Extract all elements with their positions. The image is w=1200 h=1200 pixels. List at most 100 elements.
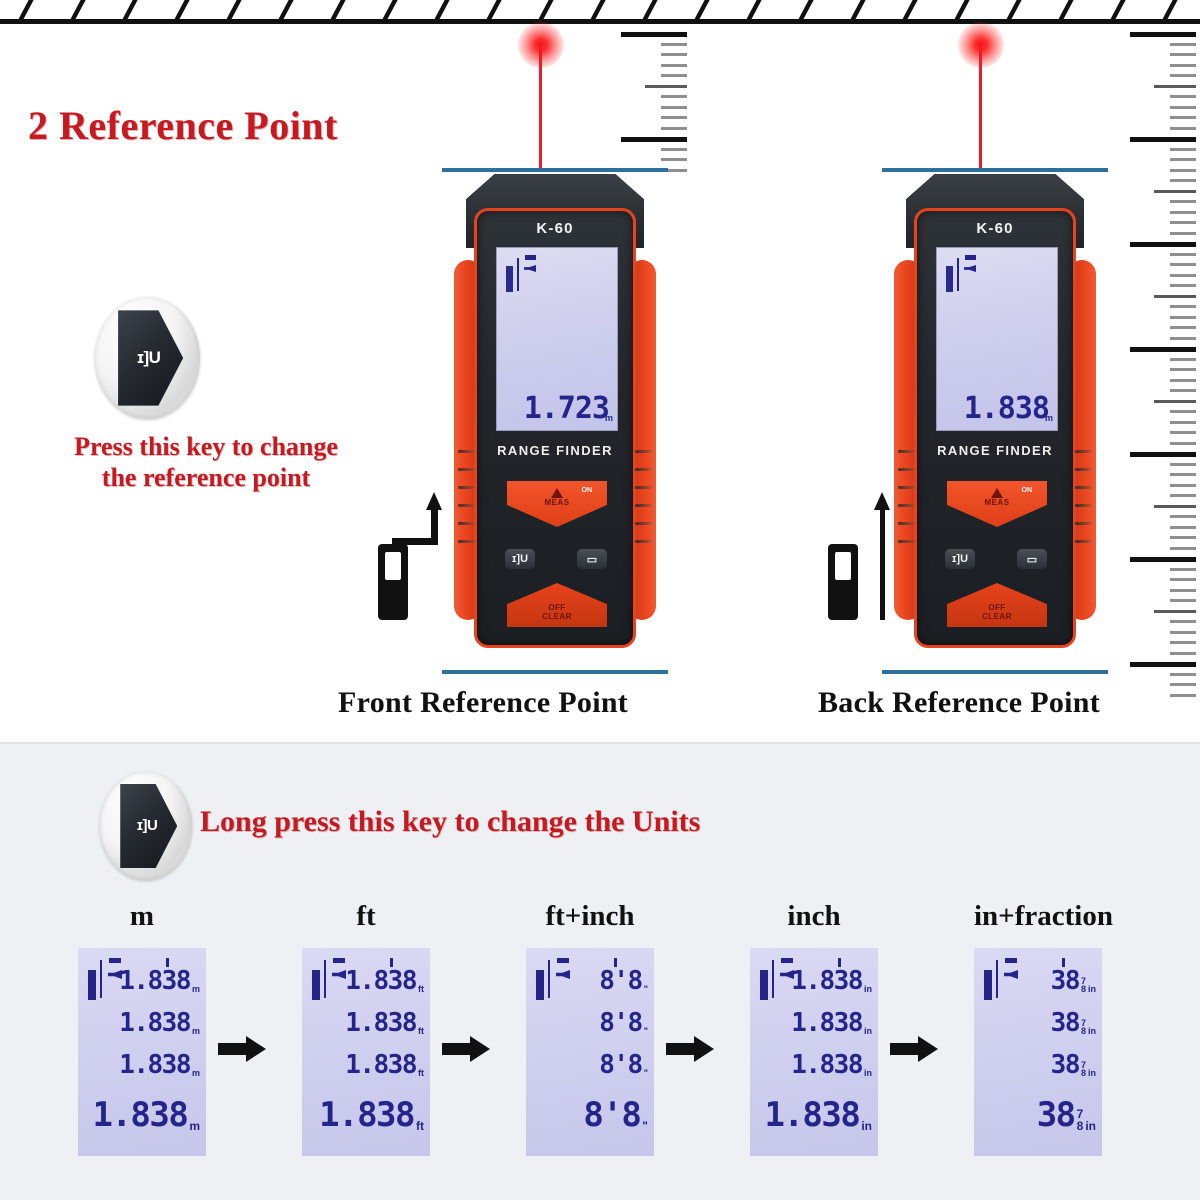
ruler-tick: [1170, 536, 1196, 539]
ruler-tick: [661, 158, 687, 161]
ceiling-hatch-stroke: [746, 0, 765, 20]
ceiling-hatch-stroke: [1058, 0, 1077, 20]
device-bottom-reference-line: [442, 670, 668, 674]
lcd-ref-stem: [548, 960, 550, 998]
ceiling-hatch-stroke: [590, 0, 609, 20]
ref-arrow-vertical: [431, 508, 438, 544]
fraction-numerator: 7: [1076, 1107, 1084, 1122]
ruler-scale-middle: [615, 28, 687, 178]
lcd-ref-stem: [996, 960, 998, 998]
arrow-head: [694, 1036, 714, 1062]
ceiling-hatching: [0, 0, 1200, 30]
ruler-tick: [661, 105, 687, 109]
unit-mode-label-inch: inch: [787, 900, 841, 932]
ruler-tick: [1170, 42, 1196, 46]
ceiling-line: [0, 19, 1200, 24]
ceiling-hatch-stroke: [954, 0, 973, 20]
ruler-tick: [1170, 599, 1196, 602]
ruler-tick: [1170, 620, 1196, 623]
conversion-arrow: [890, 1036, 938, 1062]
ceiling-hatch-stroke: [798, 0, 817, 20]
arrow-stem: [890, 1043, 920, 1055]
lcd-reading-unit: ": [643, 1068, 648, 1078]
ruler-tick: [1170, 326, 1196, 329]
mode-button[interactable]: ▭: [1017, 549, 1047, 569]
device-brand-label: RANGE FINDER: [937, 443, 1053, 458]
ruler-tick: [1170, 305, 1196, 308]
ruler-tick: [1170, 147, 1196, 151]
unit-key-icon[interactable]: ɪ]U: [95, 297, 200, 419]
ruler-tick: [621, 32, 687, 37]
lcd-reading-unit: m: [191, 984, 200, 994]
press-caption-line-2: the reference point: [101, 462, 311, 492]
device-top-reference-line: [882, 168, 1108, 172]
ref-device-window: [835, 552, 851, 580]
reference-point-section: 2 Reference Point ɪ]U Press this key to …: [0, 0, 1200, 719]
ruler-tick: [1170, 641, 1196, 644]
device-grip-vent: [898, 540, 915, 543]
ruler-tick: [1170, 389, 1196, 392]
ruler-tick: [1170, 252, 1196, 256]
conversion-arrow: [218, 1036, 266, 1062]
unit-mode-label-ft-inch: ft+inch: [545, 900, 635, 932]
lcd-ref-bar: [760, 970, 768, 1000]
laser-warning-icon: [991, 488, 1003, 498]
ruler-tick: [1170, 263, 1196, 266]
ruler-tick: [1170, 273, 1196, 277]
lcd-reading-row: 8'8": [599, 1052, 648, 1078]
lcd-reading-unit: ": [643, 984, 648, 994]
lcd-measurement-value: 1.723: [523, 391, 610, 426]
lcd-reading-value: 1.838: [92, 1095, 188, 1135]
device-grip-vent: [635, 540, 652, 543]
device-grip-vent: [898, 504, 915, 507]
ceiling-hatch-stroke: [538, 0, 557, 20]
clear-button[interactable]: OFF CLEAR: [507, 583, 607, 627]
lcd-measurement-unit: m: [604, 413, 613, 423]
lcd-reading-value: 1.838: [791, 1008, 863, 1038]
lcd-battery-icon: [557, 958, 569, 963]
ruler-tick: [1170, 74, 1196, 77]
arrow-head: [470, 1036, 490, 1062]
lcd-reading-unit: ": [642, 1119, 648, 1133]
measure-button[interactable]: ON MEAS: [947, 481, 1047, 527]
ceiling-hatch-stroke: [486, 0, 505, 20]
ruler-tick: [1130, 137, 1196, 142]
laser-beam-left: [539, 42, 542, 172]
unit-reference-button[interactable]: ɪ]U: [505, 549, 535, 569]
lcd-reading-row: 8'8": [599, 968, 648, 994]
ruler-tick: [1170, 126, 1196, 130]
ceiling-hatch-stroke: [1162, 0, 1181, 20]
arrow-stem: [218, 1043, 248, 1055]
ruler-tick: [1170, 693, 1196, 697]
ruler-tick: [661, 116, 687, 119]
fraction-denominator: 8: [1076, 1118, 1084, 1133]
mode-button[interactable]: ▭: [577, 549, 607, 569]
clear-button[interactable]: OFF CLEAR: [947, 583, 1047, 627]
lcd-battery-icon: [965, 255, 976, 260]
ruler-tick: [1154, 504, 1196, 508]
lcd-reading-unit: in: [861, 1119, 872, 1133]
unit-reference-button[interactable]: ɪ]U: [945, 549, 975, 569]
device-grip-vent: [898, 486, 915, 489]
ref-arrow-vertical: [880, 508, 885, 620]
ceiling-hatch-stroke: [434, 0, 453, 20]
lcd-reading-value: 1.838: [791, 1050, 863, 1080]
ruler-tick: [1170, 546, 1196, 550]
key-glyph: ɪ]U: [137, 348, 161, 368]
measure-button[interactable]: ON MEAS: [507, 481, 607, 527]
ruler-tick: [1154, 294, 1196, 298]
ruler-tick: [1154, 399, 1196, 403]
lcd-battery-icon: [109, 958, 121, 963]
device-grip-vent: [898, 450, 915, 453]
lcd-reading-unit: ft: [418, 984, 424, 994]
unit-key-icon-bottom[interactable]: ɪ]U: [100, 772, 192, 880]
